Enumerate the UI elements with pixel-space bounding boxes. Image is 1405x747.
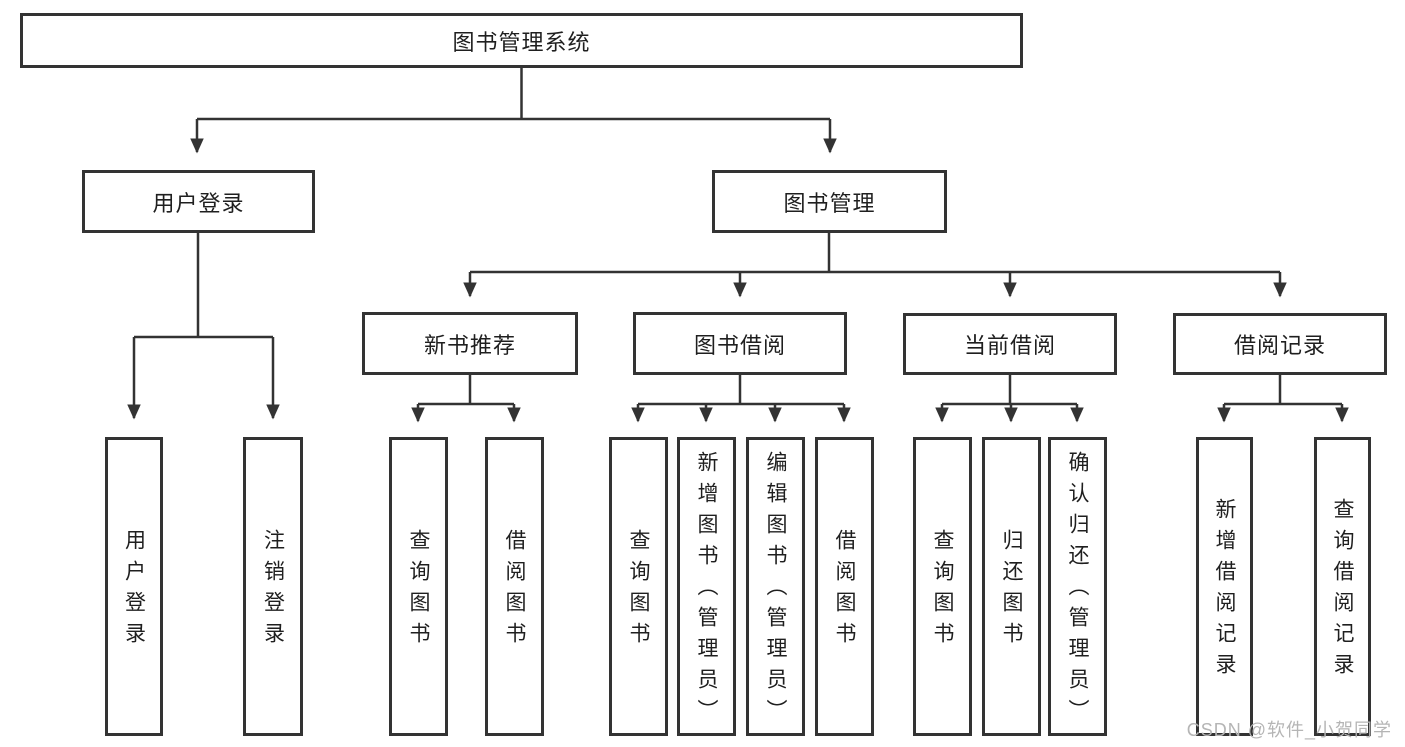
- leaf-user-login: 用户登录: [105, 437, 163, 736]
- node-root-system: 图书管理系统: [20, 13, 1023, 68]
- leaf-current-return-book-label: 归还图书: [1000, 528, 1023, 653]
- leaf-recommend-borrow-book-label: 借阅图书: [503, 528, 526, 653]
- leaf-recommend-query-book: 查询图书: [389, 437, 448, 736]
- leaf-logout: 注销登录: [243, 437, 303, 736]
- leaf-borrow-borrow-book-label: 借阅图书: [833, 528, 856, 653]
- leaf-record-add-label: 新增借阅记录: [1213, 497, 1236, 684]
- leaf-borrow-edit-book: 编辑图书（管理员）: [746, 437, 805, 736]
- node-new-book-recommend-label: 新书推荐: [423, 332, 516, 358]
- leaf-user-login-label: 用户登录: [122, 528, 146, 653]
- leaf-current-confirm-return: 确认归还（管理员）: [1048, 437, 1107, 736]
- leaf-current-confirm-return-label: 确认归还（管理员）: [1066, 451, 1089, 730]
- node-user-login: 用户登录: [82, 170, 315, 233]
- leaf-current-query-book: 查询图书: [913, 437, 972, 736]
- leaf-current-query-book-label: 查询图书: [931, 528, 954, 653]
- node-book-borrow-label: 图书借阅: [693, 332, 786, 358]
- node-current-borrow: 当前借阅: [903, 313, 1117, 375]
- node-borrow-record: 借阅记录: [1173, 313, 1387, 375]
- leaf-borrow-add-book: 新增图书（管理员）: [677, 437, 736, 736]
- leaf-record-query: 查询借阅记录: [1314, 437, 1371, 736]
- leaf-borrow-borrow-book: 借阅图书: [815, 437, 874, 736]
- node-root-system-label: 图书管理系统: [452, 29, 591, 55]
- leaf-borrow-query-book-label: 查询图书: [627, 528, 650, 653]
- leaf-borrow-query-book: 查询图书: [609, 437, 668, 736]
- leaf-borrow-add-book-label: 新增图书（管理员）: [695, 451, 718, 730]
- node-book-borrow: 图书借阅: [633, 312, 847, 375]
- node-borrow-record-label: 借阅记录: [1233, 333, 1326, 358]
- node-new-book-recommend: 新书推荐: [362, 312, 578, 375]
- leaf-recommend-borrow-book: 借阅图书: [485, 437, 544, 736]
- leaf-recommend-query-book-label: 查询图书: [407, 528, 430, 653]
- node-user-login-label: 用户登录: [152, 190, 245, 216]
- leaf-record-query-label: 查询借阅记录: [1331, 497, 1354, 684]
- leaf-current-return-book: 归还图书: [982, 437, 1041, 736]
- node-book-management-label: 图书管理: [783, 190, 876, 216]
- leaf-borrow-edit-book-label: 编辑图书（管理员）: [764, 451, 787, 730]
- leaf-record-add: 新增借阅记录: [1196, 437, 1253, 736]
- leaf-logout-label: 注销登录: [261, 528, 285, 653]
- node-current-borrow-label: 当前借阅: [963, 333, 1056, 358]
- csdn-watermark: CSDN @软件_小贺同学: [1186, 720, 1392, 740]
- node-book-management: 图书管理: [712, 170, 947, 233]
